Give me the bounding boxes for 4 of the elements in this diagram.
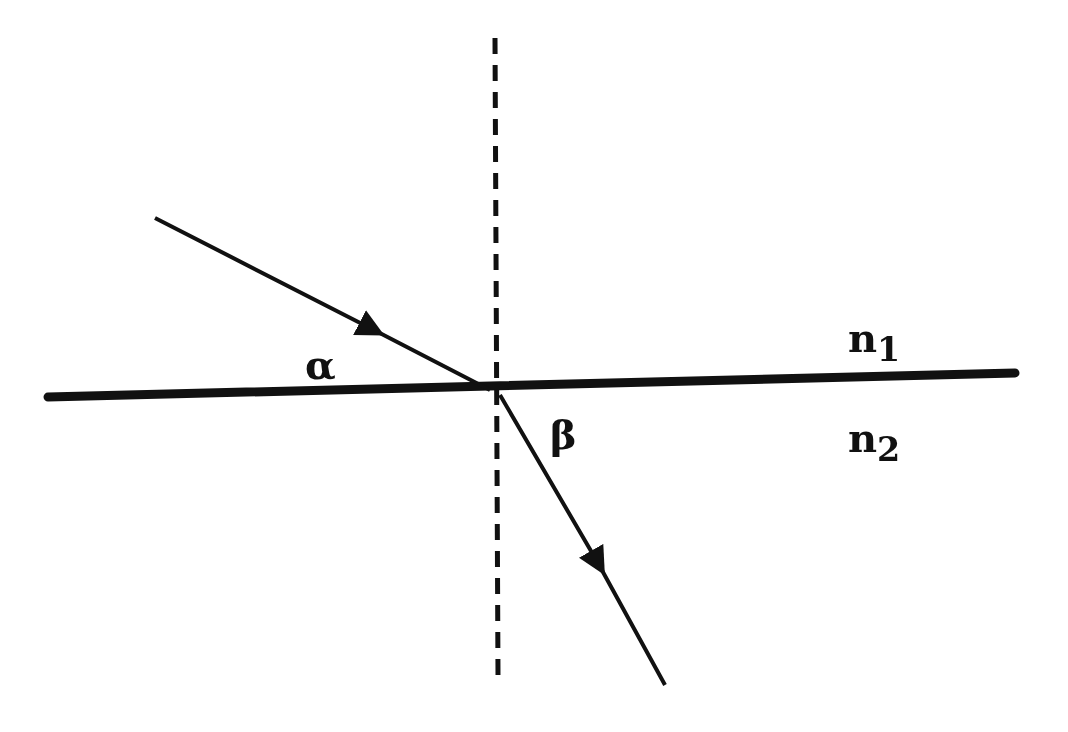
angle-label: β	[550, 415, 577, 455]
medium-label: n$_{2}$	[848, 418, 901, 467]
angle-label: α	[305, 345, 336, 385]
medium-label: n$_{1}$	[848, 318, 901, 367]
